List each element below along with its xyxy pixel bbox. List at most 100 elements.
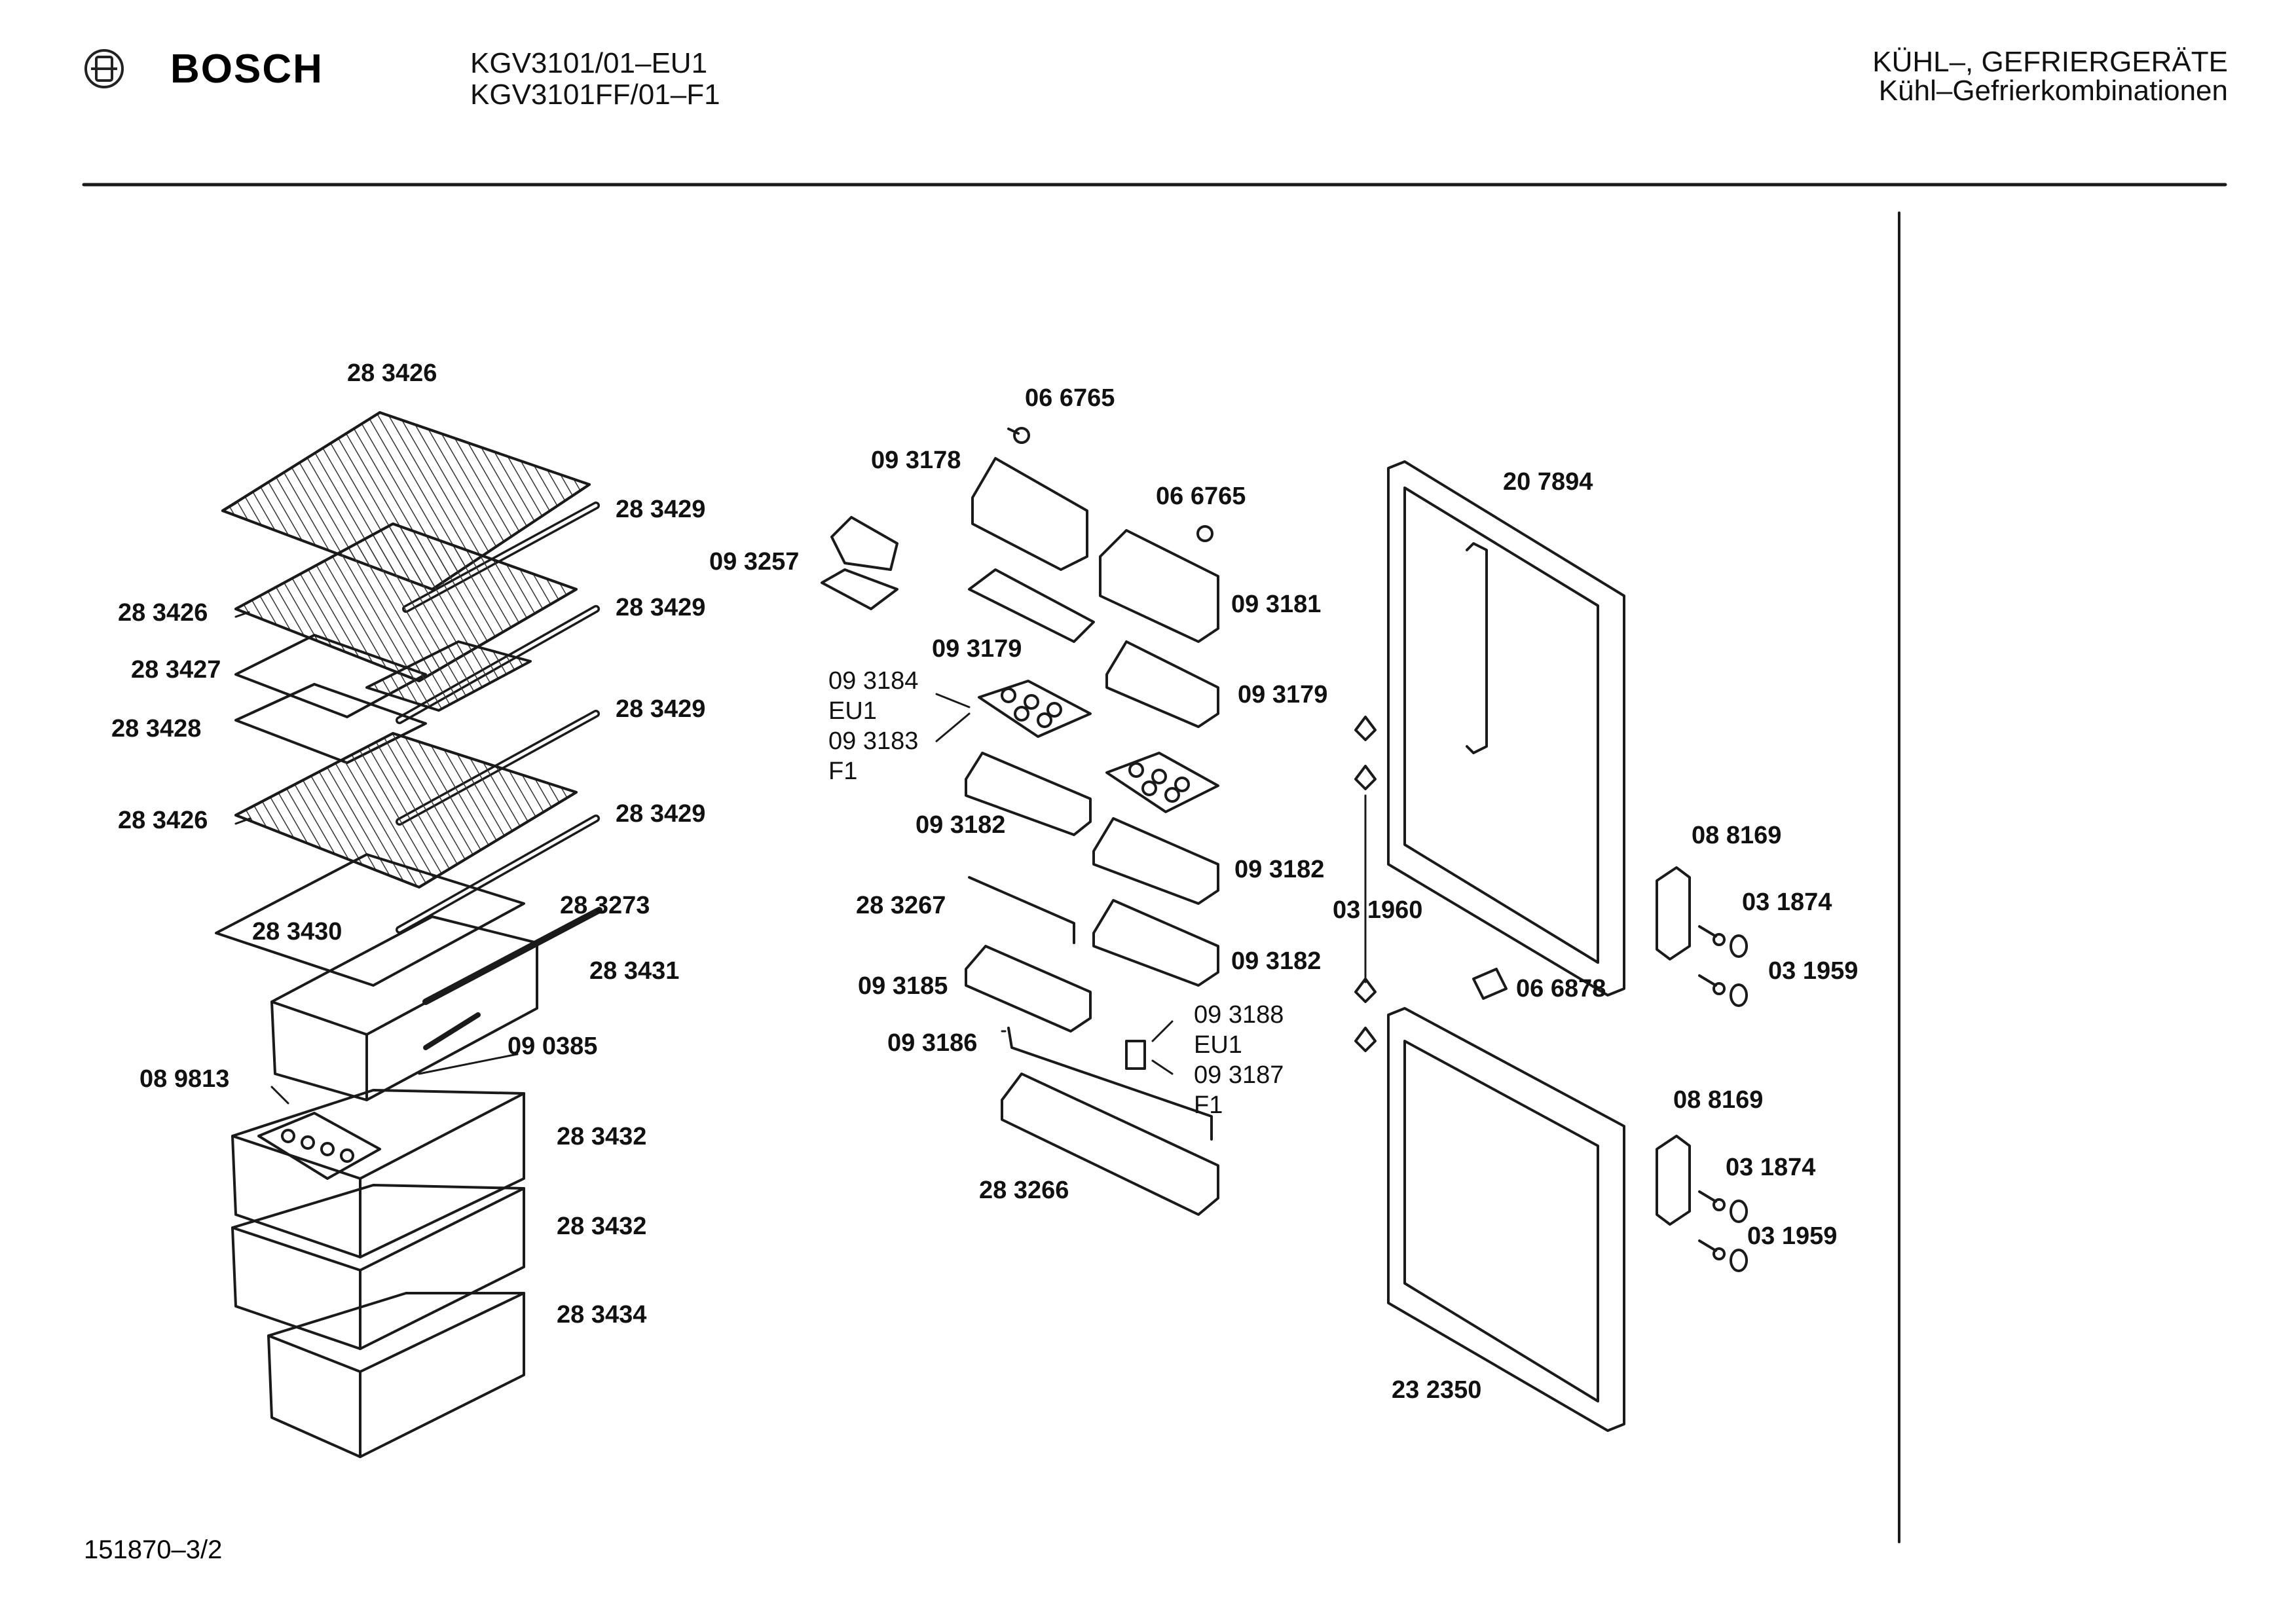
drawing-number: 151870–3/2 xyxy=(84,1535,223,1564)
part-number-label: 09 0385 xyxy=(508,1033,597,1060)
butter-compartment-lid xyxy=(971,457,1088,571)
part-number-label: 28 3429 xyxy=(616,695,705,723)
egg-tray xyxy=(1105,752,1219,813)
part-number-label: 03 1960 xyxy=(1333,896,1422,924)
part-number-label: 28 3432 xyxy=(557,1123,646,1150)
cover-cap-06-6878 xyxy=(1472,968,1508,1000)
washer-icon xyxy=(1730,983,1748,1007)
part-number-label: 23 2350 xyxy=(1392,1376,1481,1404)
part-number-label: 28 3426 xyxy=(347,359,437,387)
part-number-label: 28 3431 xyxy=(589,957,679,985)
glass-shelf-4 xyxy=(234,732,578,888)
shelf-rail xyxy=(396,815,600,934)
variant-note-line: 09 3183 xyxy=(828,727,918,755)
bottle-retainer-wire xyxy=(968,876,1075,944)
bosch-logo-icon xyxy=(84,49,124,88)
part-number-label: 08 8169 xyxy=(1692,822,1781,849)
part-number-label: 08 8169 xyxy=(1673,1086,1763,1114)
crisper-drawer xyxy=(270,915,538,1101)
model-number-line-2: KGV3101FF/01–F1 xyxy=(470,79,720,111)
brand-name: BOSCH xyxy=(170,46,324,92)
part-number-label: 28 3432 xyxy=(557,1213,646,1240)
variant-note-line: EU1 xyxy=(1194,1031,1242,1059)
part-number-label: 28 3434 xyxy=(557,1301,646,1328)
part-number-label: 28 3429 xyxy=(616,594,705,621)
part-number-label: 09 3182 xyxy=(916,811,1005,839)
category-line-2: Kühl–Gefrierkombinationen xyxy=(1878,75,2228,107)
part-number-label: 09 3179 xyxy=(932,635,1022,663)
part-number-label: 08 9813 xyxy=(139,1065,229,1093)
freezer-drawer-1 xyxy=(231,1089,525,1258)
door-handle-lower xyxy=(1656,1135,1691,1226)
part-number-label: 03 1874 xyxy=(1726,1154,1815,1181)
part-number-label: 28 3426 xyxy=(118,807,208,834)
crisper-cover xyxy=(215,853,525,987)
variant-note-line: 09 3187 xyxy=(1194,1061,1284,1089)
bottle-shelf xyxy=(1001,1072,1219,1216)
part-number-label: 28 3426 xyxy=(118,599,208,627)
door-plug-icon xyxy=(1354,1027,1377,1052)
part-number-label: 03 1874 xyxy=(1742,888,1832,916)
door-shelf-3185 xyxy=(965,945,1092,1033)
part-number-label: 28 3427 xyxy=(131,656,221,684)
part-number-label: 09 3182 xyxy=(1234,856,1324,883)
part-number-label: 09 3186 xyxy=(887,1029,977,1057)
door-plug-icon xyxy=(1354,765,1377,790)
washer-icon xyxy=(1730,934,1748,958)
part-number-label: 28 3266 xyxy=(979,1177,1069,1204)
category-line-1: KÜHL–, GEFRIERGERÄTE xyxy=(1872,46,2228,78)
part-number-label: 28 3430 xyxy=(252,918,342,945)
freezer-drawer-2 xyxy=(231,1184,525,1350)
fridge-door-20-7894 xyxy=(1387,460,1625,997)
freezer-drawer-3 xyxy=(267,1292,525,1458)
door-shelf-small xyxy=(1105,640,1219,728)
part-number-label: 09 3257 xyxy=(709,548,799,576)
screw-icon xyxy=(1698,1239,1726,1260)
bottle-retainer xyxy=(1007,1027,1213,1141)
butter-dish xyxy=(821,516,898,610)
ice-tray xyxy=(257,1112,381,1180)
screw-icon xyxy=(1698,974,1726,995)
leader-lines xyxy=(234,611,1174,1105)
door-shelf-3182b xyxy=(1092,817,1219,905)
part-number-label: 03 1959 xyxy=(1768,957,1858,985)
part-number-label: 09 3181 xyxy=(1231,591,1321,618)
snap-clip xyxy=(1125,1040,1146,1070)
glass-shelf-2 xyxy=(234,522,578,682)
part-number-label: 28 3429 xyxy=(616,496,705,523)
part-number-label: 06 6765 xyxy=(1156,483,1246,510)
variant-note-line: EU1 xyxy=(828,697,877,725)
freezer-door-23-2350 xyxy=(1387,1007,1625,1432)
part-number-label: 06 6878 xyxy=(1516,975,1606,1002)
part-number-label: 28 3429 xyxy=(616,800,705,828)
door-plug-icon xyxy=(1354,716,1377,741)
part-number-label: 28 3267 xyxy=(856,892,946,919)
part-number-label: 28 3428 xyxy=(111,715,201,742)
door-shelf-3182c xyxy=(1092,899,1219,987)
egg-tray-small xyxy=(968,568,1095,643)
screw-icon xyxy=(1698,925,1726,946)
part-number-label: 09 3179 xyxy=(1238,681,1327,708)
divider-rail xyxy=(423,1012,481,1050)
screw-icon xyxy=(1698,1190,1726,1211)
part-number-label: 03 1959 xyxy=(1747,1222,1837,1250)
part-number-label: 09 3185 xyxy=(858,972,948,1000)
variant-note-line: F1 xyxy=(828,758,857,785)
screw-icon xyxy=(1196,525,1213,542)
frame-plate-3428 xyxy=(234,683,427,764)
door-shelf-3182a xyxy=(965,752,1092,836)
variant-note-line: 09 3184 xyxy=(828,667,918,695)
egg-tray xyxy=(978,680,1092,738)
screw-icon xyxy=(1007,427,1030,444)
model-number-line-1: KGV3101/01–EU1 xyxy=(470,47,708,79)
door-handle-upper xyxy=(1656,866,1691,961)
part-number-label: 09 3182 xyxy=(1231,947,1321,975)
part-number-label: 06 6765 xyxy=(1025,384,1115,412)
washer-icon xyxy=(1730,1200,1748,1223)
part-number-label: 28 3273 xyxy=(560,892,650,919)
butter-compartment-lid-2 xyxy=(1099,529,1219,643)
part-number-label: 20 7894 xyxy=(1503,468,1593,496)
washer-icon xyxy=(1730,1249,1748,1272)
variant-note-line: 09 3188 xyxy=(1194,1001,1284,1029)
variant-note-line: F1 xyxy=(1194,1091,1223,1119)
